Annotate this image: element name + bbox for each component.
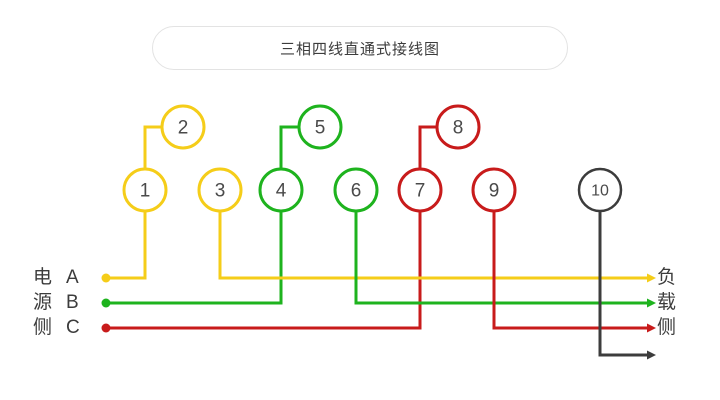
phase-b-source-wire (106, 211, 283, 305)
terminal-8-label: 8 (453, 118, 464, 139)
terminal-6[interactable]: 6 (333, 167, 379, 213)
terminal-5-label: 5 (315, 118, 326, 139)
terminal-7[interactable]: 7 (397, 167, 443, 213)
terminal-9-label: 9 (489, 181, 500, 202)
jumper-1-2 (143, 125, 162, 169)
phase-letter-a: A (66, 267, 79, 288)
terminal-4[interactable]: 4 (258, 167, 304, 213)
terminal-1[interactable]: 1 (122, 167, 168, 213)
terminal-2[interactable]: 2 (160, 104, 206, 150)
diagram-title: 三相四线直通式接线图 (279, 39, 440, 58)
terminal-7-label: 7 (415, 181, 426, 202)
phase-c-source-wire (106, 211, 422, 330)
diagram-title-pill: 三相四线直通式接线图 (152, 26, 568, 70)
phase-a-source-wire (106, 211, 147, 280)
terminal-10[interactable]: 10 (577, 167, 623, 213)
terminal-5[interactable]: 5 (297, 104, 343, 150)
terminal-3-label: 3 (215, 181, 226, 202)
jumper-7-8 (418, 125, 437, 169)
phase-letter-c: C (66, 317, 80, 338)
jumper-4-5 (279, 125, 299, 169)
load-side-char-3: 侧 (657, 316, 677, 338)
terminal-4-label: 4 (276, 181, 287, 202)
terminal-3[interactable]: 3 (197, 167, 243, 213)
terminal-9[interactable]: 9 (471, 167, 517, 213)
source-side-char-1: 电 (33, 266, 53, 288)
source-side-label: 电 源 侧 (33, 265, 52, 340)
terminal-6-label: 6 (351, 181, 362, 202)
terminal-8[interactable]: 8 (435, 104, 481, 150)
phase-b-load-wire (354, 211, 656, 308)
phase-c-load-wire (492, 211, 656, 333)
phase-letter-b: B (66, 292, 79, 313)
neutral-load-wire (598, 211, 656, 360)
phase-a-load-wire (218, 211, 656, 283)
load-side-label: 负 载 侧 (657, 265, 676, 340)
terminal-1-label: 1 (140, 181, 151, 202)
terminal-10-label: 10 (591, 183, 609, 200)
load-side-char-2: 载 (657, 291, 677, 313)
load-side-char-1: 负 (657, 266, 677, 288)
terminal-2-label: 2 (178, 118, 189, 139)
source-side-char-2: 源 (33, 291, 53, 313)
phase-letters: A B C (66, 265, 80, 340)
source-side-char-3: 侧 (33, 316, 53, 338)
